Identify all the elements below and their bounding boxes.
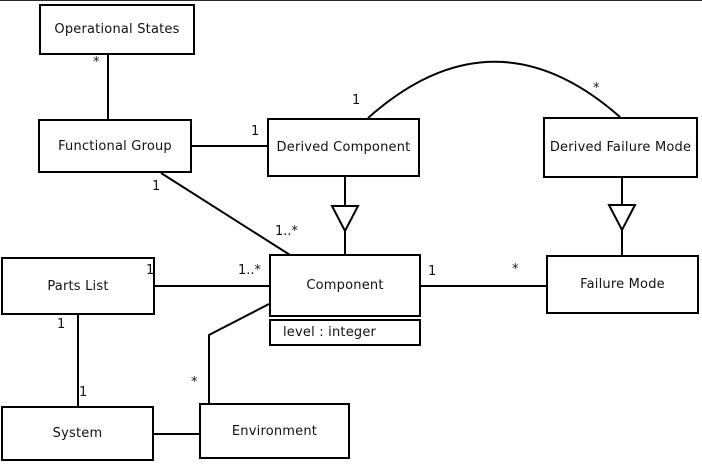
class-box-operational-states[interactable]: Operational States	[39, 4, 195, 55]
class-attribute-compartment: level : integer	[269, 319, 421, 346]
multiplicity-label: 1	[428, 264, 437, 279]
multiplicity-label: 1..*	[275, 224, 299, 239]
multiplicity-label: *	[512, 262, 519, 277]
class-box-parts-list[interactable]: Parts List	[1, 257, 155, 315]
class-name-label: Component	[306, 278, 384, 293]
multiplicity-label: 1	[352, 93, 361, 108]
multiplicity-label: 1	[251, 124, 260, 139]
class-name-label: Failure Mode	[580, 277, 665, 292]
generalization-triangle-icon	[607, 204, 637, 233]
class-name-label: Derived Component	[276, 140, 411, 155]
class-box-derived-failure-mode[interactable]: Derived Failure Mode	[543, 117, 698, 178]
multiplicity-label: 1	[152, 179, 161, 194]
class-name-label: Parts List	[47, 278, 109, 294]
edge-derived-component-derived-failure-mode-arc	[367, 60, 621, 119]
class-box-functional-group[interactable]: Functional Group	[38, 119, 192, 173]
class-box-system[interactable]: System	[1, 406, 154, 461]
class-attribute-label: level : integer	[283, 325, 377, 340]
class-name-label: Operational States	[54, 22, 180, 37]
edge-functional-group-component-diagonal	[160, 172, 291, 256]
class-name-compartment: Component	[269, 254, 421, 317]
edge-component-environment	[208, 303, 270, 404]
multiplicity-label: 1	[79, 385, 88, 400]
class-box-environment[interactable]: Environment	[199, 403, 350, 459]
multiplicity-label: 1..*	[238, 263, 262, 278]
class-name-label: System	[52, 426, 103, 441]
multiplicity-label: *	[593, 81, 600, 96]
class-box-failure-mode[interactable]: Failure Mode	[546, 255, 699, 314]
class-box-component[interactable]: Component level : integer	[269, 254, 421, 346]
generalization-triangle-icon	[330, 205, 360, 234]
multiplicity-label: 1	[57, 317, 66, 332]
class-box-derived-component[interactable]: Derived Component	[267, 118, 420, 177]
class-name-label: Functional Group	[58, 138, 172, 154]
multiplicity-label: *	[93, 55, 100, 70]
multiplicity-label: 1	[146, 263, 155, 278]
class-name-label: Derived Failure Mode	[549, 140, 692, 155]
multiplicity-label: *	[191, 375, 198, 390]
class-name-label: Environment	[231, 423, 318, 439]
